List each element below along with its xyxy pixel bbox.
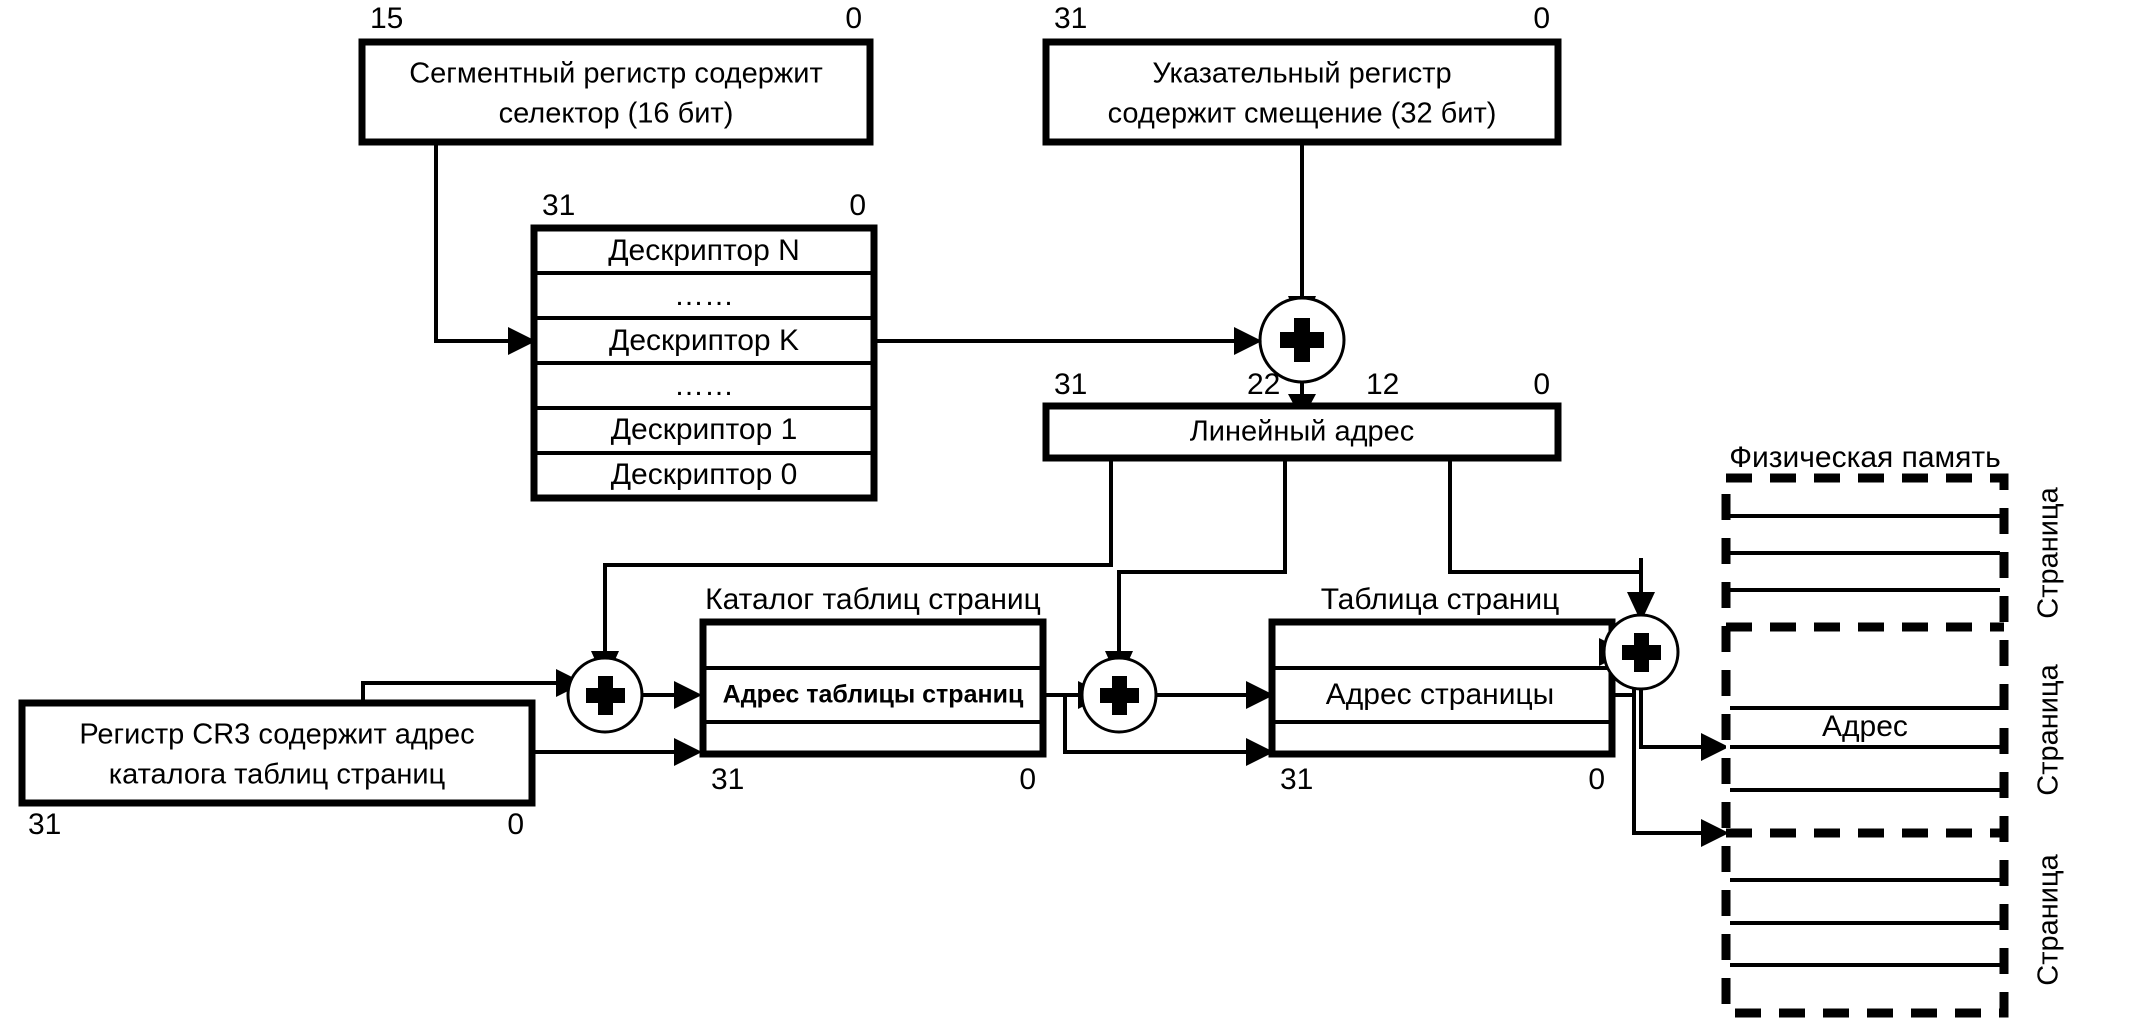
page-label-3: Страница [2033,853,2065,985]
cr3-register-line2: каталога таблиц страниц [109,759,445,791]
physical-memory-block: Адрес [1721,473,2009,1018]
descriptor-row-0: Дескриптор N [608,234,800,267]
descriptor-table: Дескриптор N …… Дескриптор K …… Дескрипт… [530,224,878,502]
segment-register-bit-low: 0 [845,2,862,35]
page-directory-caption: Каталог таблиц страниц [705,583,1041,616]
adder-table-page [1602,613,1680,691]
cr3-register-box: Регистр CR3 содержит адрес каталога табл… [18,699,536,807]
connector-linear-to-adder-table [1105,460,1287,682]
page-table-entry-label: Адрес страницы [1326,678,1554,711]
linear-address-bit-0: 0 [1533,368,1550,401]
page-table-bit-high: 31 [1280,763,1313,796]
connector-linear-to-adder-page [1448,460,1655,622]
cr3-register-line1: Регистр CR3 содержит адрес [79,719,474,751]
cr3-register-bit-high: 31 [28,808,61,841]
descriptor-row-1: …… [674,279,734,312]
connector-cr3-to-directory [535,738,702,766]
pointer-register-line2: содержит смещение (32 бит) [1108,98,1497,130]
connector-directory-to-table-bottom [1065,738,1274,766]
page-table-caption: Таблица страниц [1321,583,1560,616]
connector-descriptor-to-adder [874,327,1262,355]
physical-memory-caption: Физическая память [1729,441,2001,474]
page-directory-bit-low: 0 [1019,763,1036,796]
page-directory-bit-high: 31 [711,763,744,796]
page-directory-entry-label: Адрес таблицы страниц [723,681,1024,709]
descriptor-table-bit-high: 31 [542,189,575,222]
physical-memory-address-label: Адрес [1822,710,1908,743]
adder-segment-offset [1258,145,1346,384]
connector-table-to-memory-bottom [1612,693,1729,847]
connector-adder-to-memory-address [1639,690,1729,761]
connector-cr3-to-adder [361,669,584,703]
pointer-register-box: Указательный регистр содержит смещение (… [1042,38,1562,146]
descriptor-table-bit-low: 0 [849,189,866,222]
adder-directory-table [1080,656,1274,734]
page-label-2: Страница [2033,663,2065,795]
pointer-register-bit-low: 0 [1533,2,1550,35]
segment-register-box: Сегментный регистр содержит селектор (16… [358,38,874,146]
page-label-1: Страница [2033,486,2065,618]
page-directory-box: Адрес таблицы страниц [699,618,1047,758]
adder-cr3-directory [566,656,702,734]
linear-address-bit-12: 12 [1366,368,1399,401]
descriptor-row-2: Дескриптор K [609,324,799,357]
page-table-box: Адрес страницы [1268,618,1616,758]
segment-register-line2: селектор (16 бит) [499,98,734,130]
linear-address-label: Линейный адрес [1190,416,1415,448]
connector-selector-to-descriptor [434,145,536,355]
page-table-bit-low: 0 [1588,763,1605,796]
cr3-register-bit-low: 0 [507,808,524,841]
descriptor-row-4: Дескриптор 1 [611,413,798,446]
linear-address-bit-22: 22 [1247,368,1280,401]
descriptor-row-5: Дескриптор 0 [611,458,798,491]
linear-address-box: Линейный адрес [1042,402,1562,462]
linear-address-bit-31: 31 [1054,368,1087,401]
pointer-register-line1: Указательный регистр [1152,58,1451,90]
descriptor-row-3: …… [674,369,734,402]
pointer-register-bit-high: 31 [1054,2,1087,35]
segment-register-bit-high: 15 [370,2,403,35]
segment-register-line1: Сегментный регистр содержит [409,58,823,90]
